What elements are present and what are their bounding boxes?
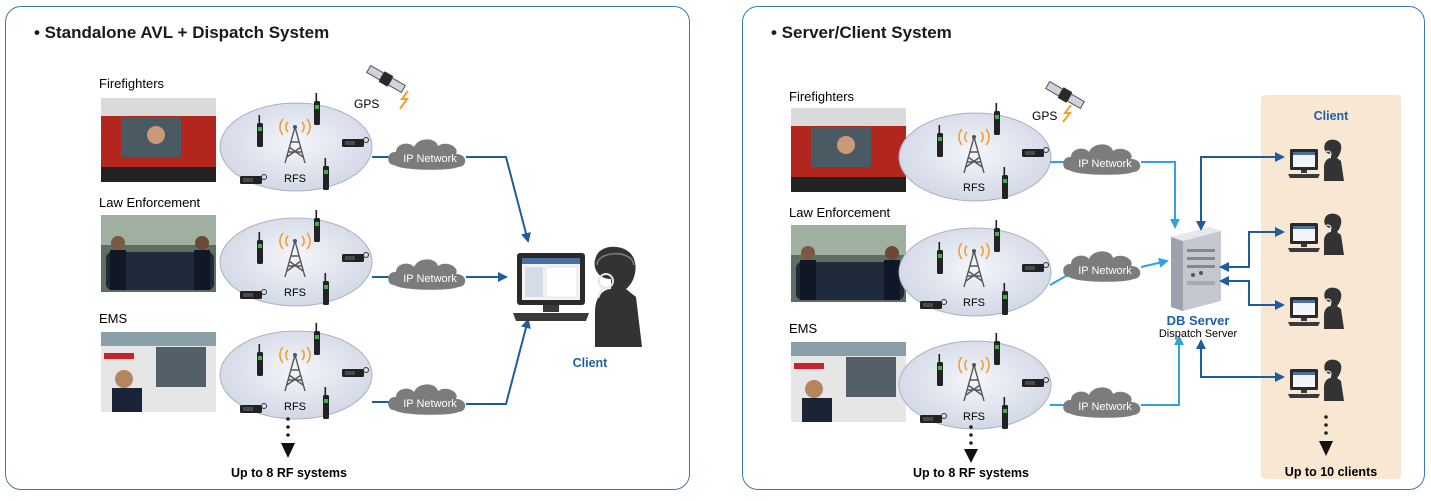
standalone-system-panel: • Standalone AVL + Dispatch System	[5, 6, 690, 490]
group-label-law-enforcement: Law Enforcement	[99, 195, 201, 210]
portable-radio-icon	[314, 323, 320, 355]
portable-radio-icon	[314, 210, 320, 242]
ip-network-label: IP Network	[1078, 401, 1132, 413]
ip-network-label: IP Network	[1078, 158, 1132, 170]
rfs-label: RFS	[284, 287, 306, 299]
portable-radio-icon	[314, 93, 320, 125]
rfs-label: RFS	[284, 401, 306, 413]
db-server-icon	[1171, 227, 1221, 311]
link-line	[1219, 227, 1285, 272]
link-line	[466, 156, 531, 243]
client-header: Client	[1314, 109, 1350, 123]
link-line	[466, 318, 531, 405]
rf-systems-footer: Up to 8 RF systems	[231, 466, 347, 480]
rf-system-bubble	[898, 227, 1052, 317]
dispatch-server-label: Dispatch Server	[1159, 328, 1238, 340]
client-label: Client	[573, 356, 609, 370]
ip-network-label: IP Network	[1078, 265, 1132, 277]
rfs-label: RFS	[963, 182, 985, 194]
db-server-label: DB Server	[1167, 313, 1230, 328]
gps-label: GPS	[1032, 109, 1057, 123]
rf-systems-footer: Up to 8 RF systems	[913, 466, 1029, 480]
gps-signal-icon	[399, 90, 409, 110]
gps-satellite-icon	[1044, 80, 1086, 110]
panel-title: • Server/Client System	[771, 23, 952, 42]
portable-radio-icon	[994, 103, 1000, 135]
group-label-firefighters: Firefighters	[99, 76, 165, 91]
firefighters-photo	[101, 98, 216, 182]
server-client-diagram: Client GPS Firefighters RFS IP Network	[789, 80, 1401, 480]
ems-photo	[791, 342, 906, 422]
gps-satellite-icon	[365, 64, 407, 94]
rf-system-bubble	[219, 217, 373, 307]
operator-headset-icon	[594, 246, 642, 347]
law-enforcement-photo	[101, 215, 216, 292]
ip-network-label: IP Network	[403, 273, 457, 285]
link-line	[1219, 276, 1285, 310]
panel-title: • Standalone AVL + Dispatch System	[34, 23, 330, 42]
gps-label: GPS	[354, 97, 379, 111]
client-computer-icon	[513, 253, 589, 321]
ems-photo	[101, 332, 216, 412]
more-clients-indicator	[1319, 415, 1333, 456]
portable-radio-icon	[994, 220, 1000, 252]
link-line	[1196, 152, 1285, 231]
group-label-firefighters: Firefighters	[789, 89, 855, 104]
portable-radio-icon	[994, 333, 1000, 365]
ip-network-label: IP Network	[403, 398, 457, 410]
clients-footer: Up to 10 clients	[1285, 465, 1377, 479]
ip-network-label: IP Network	[403, 153, 457, 165]
link-line	[1140, 257, 1169, 268]
law-enforcement-photo	[791, 225, 906, 302]
gps-signal-icon	[1062, 104, 1073, 123]
standalone-diagram: GPS Firefighters RFS IP Network Law Enfo…	[99, 64, 642, 480]
group-label-ems: EMS	[789, 321, 818, 336]
rfs-label: RFS	[963, 297, 985, 309]
link-line	[1141, 335, 1184, 406]
rfs-label: RFS	[963, 411, 985, 423]
more-rf-systems-indicator	[964, 425, 978, 463]
more-rf-systems-indicator	[281, 417, 295, 458]
firefighters-photo	[791, 108, 906, 192]
link-line	[1196, 339, 1285, 382]
rfs-label: RFS	[284, 173, 306, 185]
rf-system-bubble	[898, 340, 1052, 430]
group-label-ems: EMS	[99, 311, 128, 326]
server-client-system-panel: • Server/Client System	[742, 6, 1425, 490]
link-line	[1141, 161, 1180, 229]
group-label-law-enforcement: Law Enforcement	[789, 205, 891, 220]
